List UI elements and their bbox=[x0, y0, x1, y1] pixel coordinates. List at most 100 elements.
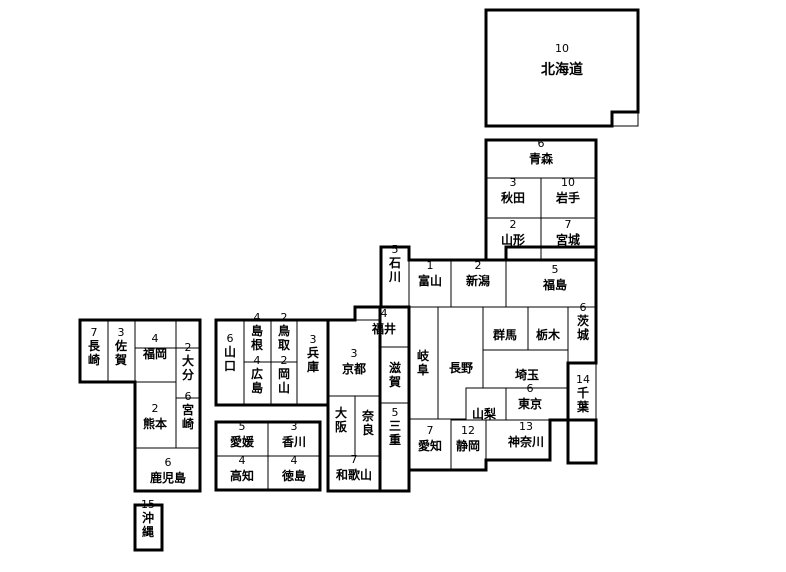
count-miyazaki: 6 bbox=[185, 390, 192, 403]
label-tochigi: 栃木 bbox=[536, 327, 561, 342]
name-mie: 三重 bbox=[389, 419, 401, 447]
shikoku-outline bbox=[214, 420, 322, 492]
label-hokkaido: 10 北海道 bbox=[541, 42, 583, 78]
label-saitama: 埼玉 bbox=[515, 367, 539, 382]
label-kumamoto: 2熊本 bbox=[143, 402, 167, 431]
count-fukui: 4 bbox=[381, 307, 388, 320]
prefecture-cell-aomori bbox=[485, 139, 597, 179]
count-chiba: 14 bbox=[576, 373, 590, 386]
prefecture-cell-akita bbox=[485, 177, 542, 219]
count-hokkaido: 10 bbox=[555, 42, 569, 55]
prefecture-cell-fukuoka bbox=[134, 319, 177, 349]
label-mie: 5三重 bbox=[389, 406, 401, 447]
name-hokkaido: 北海道 bbox=[541, 61, 583, 78]
label-ehime: 5愛媛 bbox=[230, 420, 255, 449]
prefecture-cell-shizuoka bbox=[450, 419, 487, 471]
name-fukushima: 福島 bbox=[542, 277, 567, 292]
count-tokyo: 6 bbox=[527, 382, 534, 395]
prefecture-cell-hokkaido bbox=[485, 9, 639, 127]
count-niigata: 2 bbox=[475, 259, 482, 272]
label-gunma: 群馬 bbox=[492, 327, 517, 342]
name-hyogo: 兵庫 bbox=[307, 345, 319, 374]
name-osaka: 大阪 bbox=[335, 405, 348, 434]
name-shiga: 滋賀 bbox=[388, 360, 401, 389]
okinawa-outline bbox=[133, 503, 164, 552]
kinki-outline bbox=[326, 305, 411, 493]
name-akita: 秋田 bbox=[501, 190, 525, 205]
label-yamanashi: 山梨 bbox=[472, 406, 496, 421]
label-kyoto: 3京都 bbox=[342, 347, 366, 376]
count-hyogo: 3 bbox=[310, 333, 317, 346]
label-akita: 3秋田 bbox=[501, 176, 525, 205]
count-okayama: 2 bbox=[281, 354, 288, 367]
name-nagasaki: 長崎 bbox=[88, 338, 101, 367]
name-ibaraki: 茨城 bbox=[577, 313, 589, 342]
count-yamaguchi: 6 bbox=[227, 332, 234, 345]
prefecture-cell-tokyo bbox=[505, 387, 569, 421]
name-nagano: 長野 bbox=[449, 360, 473, 375]
count-fukushima: 5 bbox=[552, 263, 559, 276]
prefecture-cell-miyagi bbox=[540, 217, 597, 261]
name-tokushima: 徳島 bbox=[281, 468, 306, 483]
label-fukushima: 5福島 bbox=[542, 263, 567, 292]
count-tottori: 2 bbox=[281, 311, 288, 324]
prefecture-cell-fukushima bbox=[505, 259, 597, 308]
count-wakayama: 7 bbox=[351, 453, 358, 466]
label-yamaguchi: 6山口 bbox=[224, 332, 236, 373]
name-shimane: 島根 bbox=[251, 323, 263, 352]
name-yamagata: 山形 bbox=[501, 232, 525, 247]
name-ishikawa: 石川 bbox=[388, 256, 401, 284]
prefecture-cell-yamanashi bbox=[465, 387, 507, 421]
name-kochi: 高知 bbox=[230, 468, 254, 483]
count-ehime: 5 bbox=[239, 420, 246, 433]
count-kumamoto: 2 bbox=[152, 402, 159, 415]
name-kumamoto: 熊本 bbox=[143, 416, 167, 431]
name-yamaguchi: 山口 bbox=[224, 344, 236, 373]
count-saga: 3 bbox=[118, 326, 125, 339]
name-gifu: 岐阜 bbox=[417, 348, 430, 377]
name-hiroshima: 広島 bbox=[251, 366, 263, 395]
label-gifu: 岐阜 bbox=[417, 348, 430, 377]
prefecture-cell-aichi bbox=[408, 418, 452, 471]
label-aomori: 6青森 bbox=[529, 137, 554, 166]
name-nara: 奈良 bbox=[361, 408, 375, 437]
label-kochi: 4高知 bbox=[230, 454, 254, 483]
count-tokushima: 4 bbox=[291, 454, 298, 467]
count-kagoshima: 6 bbox=[165, 456, 172, 469]
name-fukui: 福井 bbox=[371, 321, 396, 336]
prefecture-cell-gunma bbox=[482, 306, 529, 351]
label-miyazaki: 6宮崎 bbox=[182, 390, 194, 431]
prefecture-cell-kagoshima bbox=[134, 447, 201, 492]
name-ehime: 愛媛 bbox=[230, 434, 255, 449]
prefecture-cell-ehime bbox=[215, 421, 269, 457]
prefecture-cell-kanagawa bbox=[485, 419, 551, 461]
label-saga: 3佐賀 bbox=[114, 326, 127, 367]
label-shiga: 滋賀 bbox=[388, 360, 401, 389]
name-tottori: 鳥取 bbox=[278, 323, 290, 352]
count-shimane: 4 bbox=[254, 311, 261, 324]
prefecture-cell-kyoto bbox=[327, 319, 381, 397]
count-kochi: 4 bbox=[239, 454, 246, 467]
name-miyazaki: 宮崎 bbox=[182, 402, 194, 431]
count-kyoto: 3 bbox=[351, 347, 358, 360]
count-kagawa: 3 bbox=[291, 420, 298, 433]
name-chiba: 千葉 bbox=[576, 385, 590, 414]
count-yamagata: 2 bbox=[510, 218, 517, 231]
kyushu-outline bbox=[78, 318, 202, 493]
count-toyama: 1 bbox=[427, 259, 434, 272]
label-shimane: 4島根 bbox=[251, 311, 263, 352]
name-miyagi: 宮城 bbox=[556, 232, 580, 247]
prefecture-cell-wakayama bbox=[327, 455, 381, 492]
prefecture-labels: 10北海道6青森3秋田10岩手2山形7宮城5石川1富山2新潟5福島4福井岐阜長野… bbox=[88, 42, 590, 539]
prefecture-cell-miyazaki bbox=[175, 397, 201, 449]
count-nagasaki: 7 bbox=[91, 326, 98, 339]
name-saitama: 埼玉 bbox=[515, 367, 539, 382]
label-hyogo: 3兵庫 bbox=[307, 333, 319, 374]
name-gunma: 群馬 bbox=[492, 327, 517, 342]
name-niigata: 新潟 bbox=[466, 273, 490, 288]
label-fukuoka: 4福岡 bbox=[142, 332, 167, 361]
